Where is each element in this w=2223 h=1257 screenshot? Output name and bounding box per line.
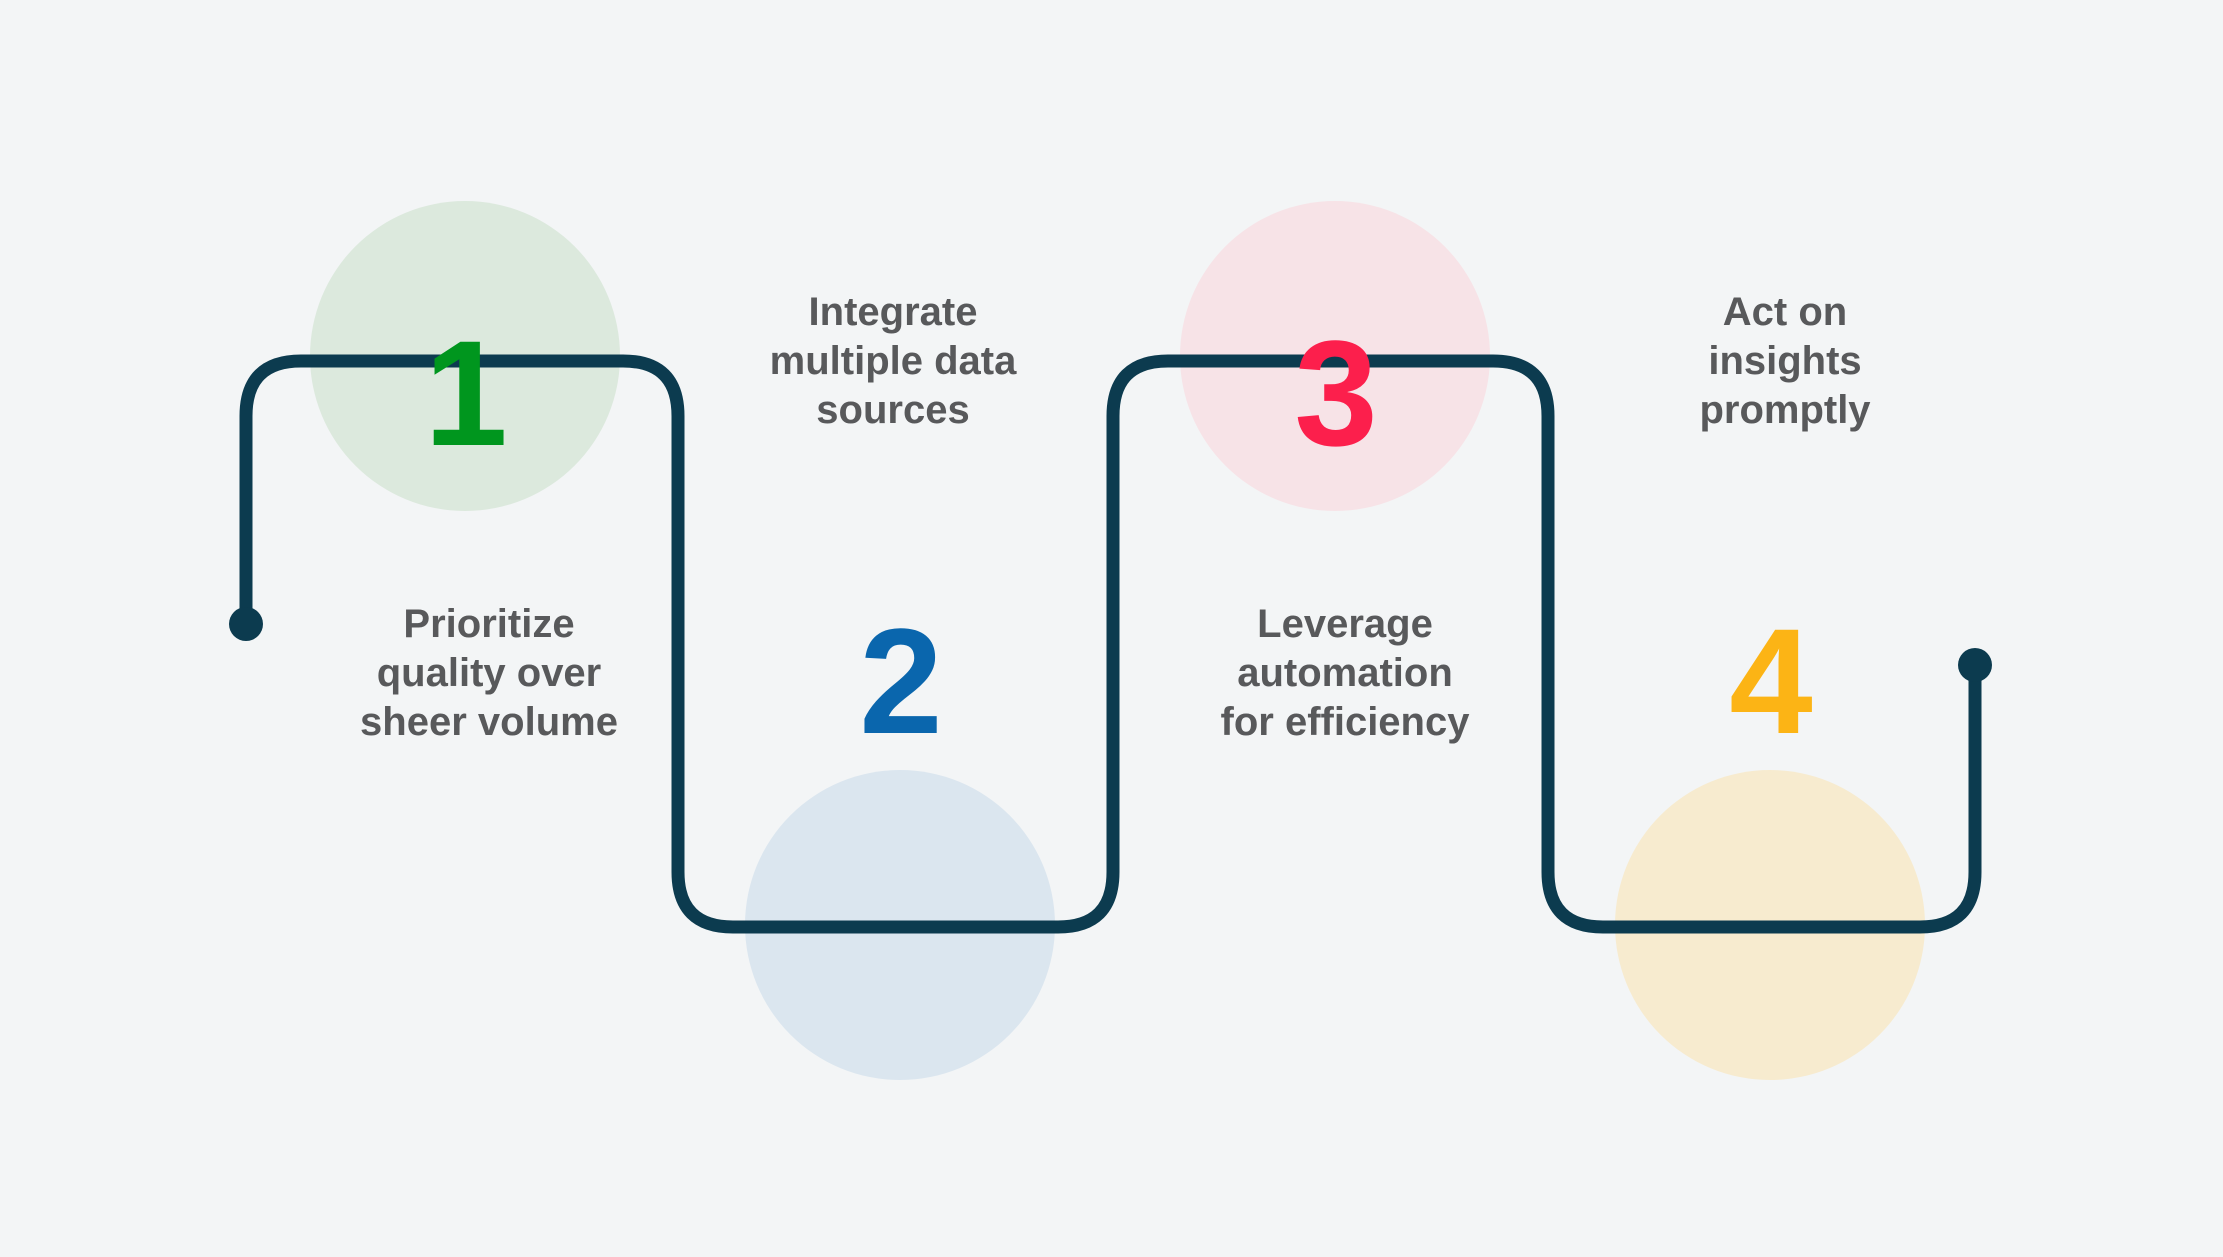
path-start-dot xyxy=(229,607,263,641)
step-number-4: 4 xyxy=(1729,597,1812,765)
step-label-1: Prioritize quality over sheer volume xyxy=(360,602,618,744)
step-label-3: Leverage automation for efficiency xyxy=(1220,602,1470,744)
step-label-2: Integrate multiple data sources xyxy=(769,290,1017,432)
step-label-4: Act on insights promptly xyxy=(1699,290,1871,432)
step-number-2: 2 xyxy=(859,597,942,765)
step-number-3: 3 xyxy=(1294,309,1377,477)
connector-path xyxy=(239,354,1982,934)
path-end-dot xyxy=(1958,648,1992,682)
step-number-1: 1 xyxy=(424,309,507,477)
